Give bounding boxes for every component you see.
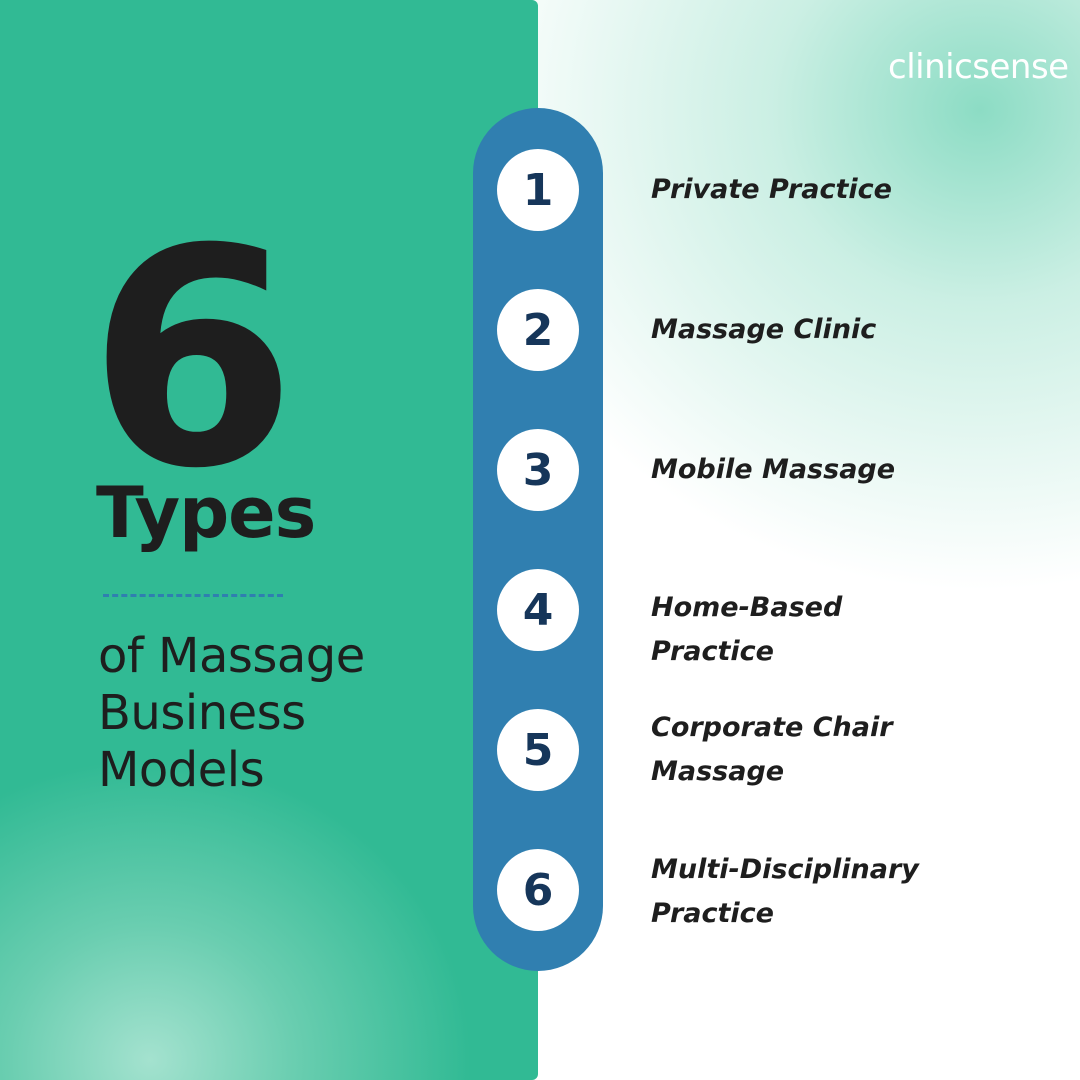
number-badge-6: 6 — [497, 849, 579, 931]
number-badge-4: 4 — [497, 569, 579, 651]
list-item-label: Massage Clinic — [651, 314, 877, 345]
hero-number: 6 — [88, 185, 297, 534]
list-item-label: Multi-Disciplinary Practice — [651, 854, 919, 929]
list-item-label: Corporate Chair Massage — [651, 712, 893, 787]
list-item-label: Home-Based Practice — [651, 592, 843, 667]
number-track — [473, 108, 603, 971]
subtitle-line: Models — [98, 742, 265, 798]
clinicsense-logo: clinicsense — [888, 47, 1069, 87]
dashed-divider — [103, 594, 283, 597]
subtitle-line: of Massage — [98, 628, 365, 684]
list-item-label: Mobile Massage — [651, 454, 896, 485]
subtitle-line: Business — [98, 685, 306, 741]
number-badge-1: 1 — [497, 149, 579, 231]
number-badge-3: 3 — [497, 429, 579, 511]
list-item-label: Private Practice — [651, 174, 892, 205]
hero-types-label: Types — [96, 472, 316, 554]
hero-subtitle: of Massage Business Models — [98, 628, 365, 799]
number-badge-2: 2 — [497, 289, 579, 371]
number-badge-5: 5 — [497, 709, 579, 791]
left-panel: 6 Types of Massage Business Models — [0, 0, 538, 1080]
